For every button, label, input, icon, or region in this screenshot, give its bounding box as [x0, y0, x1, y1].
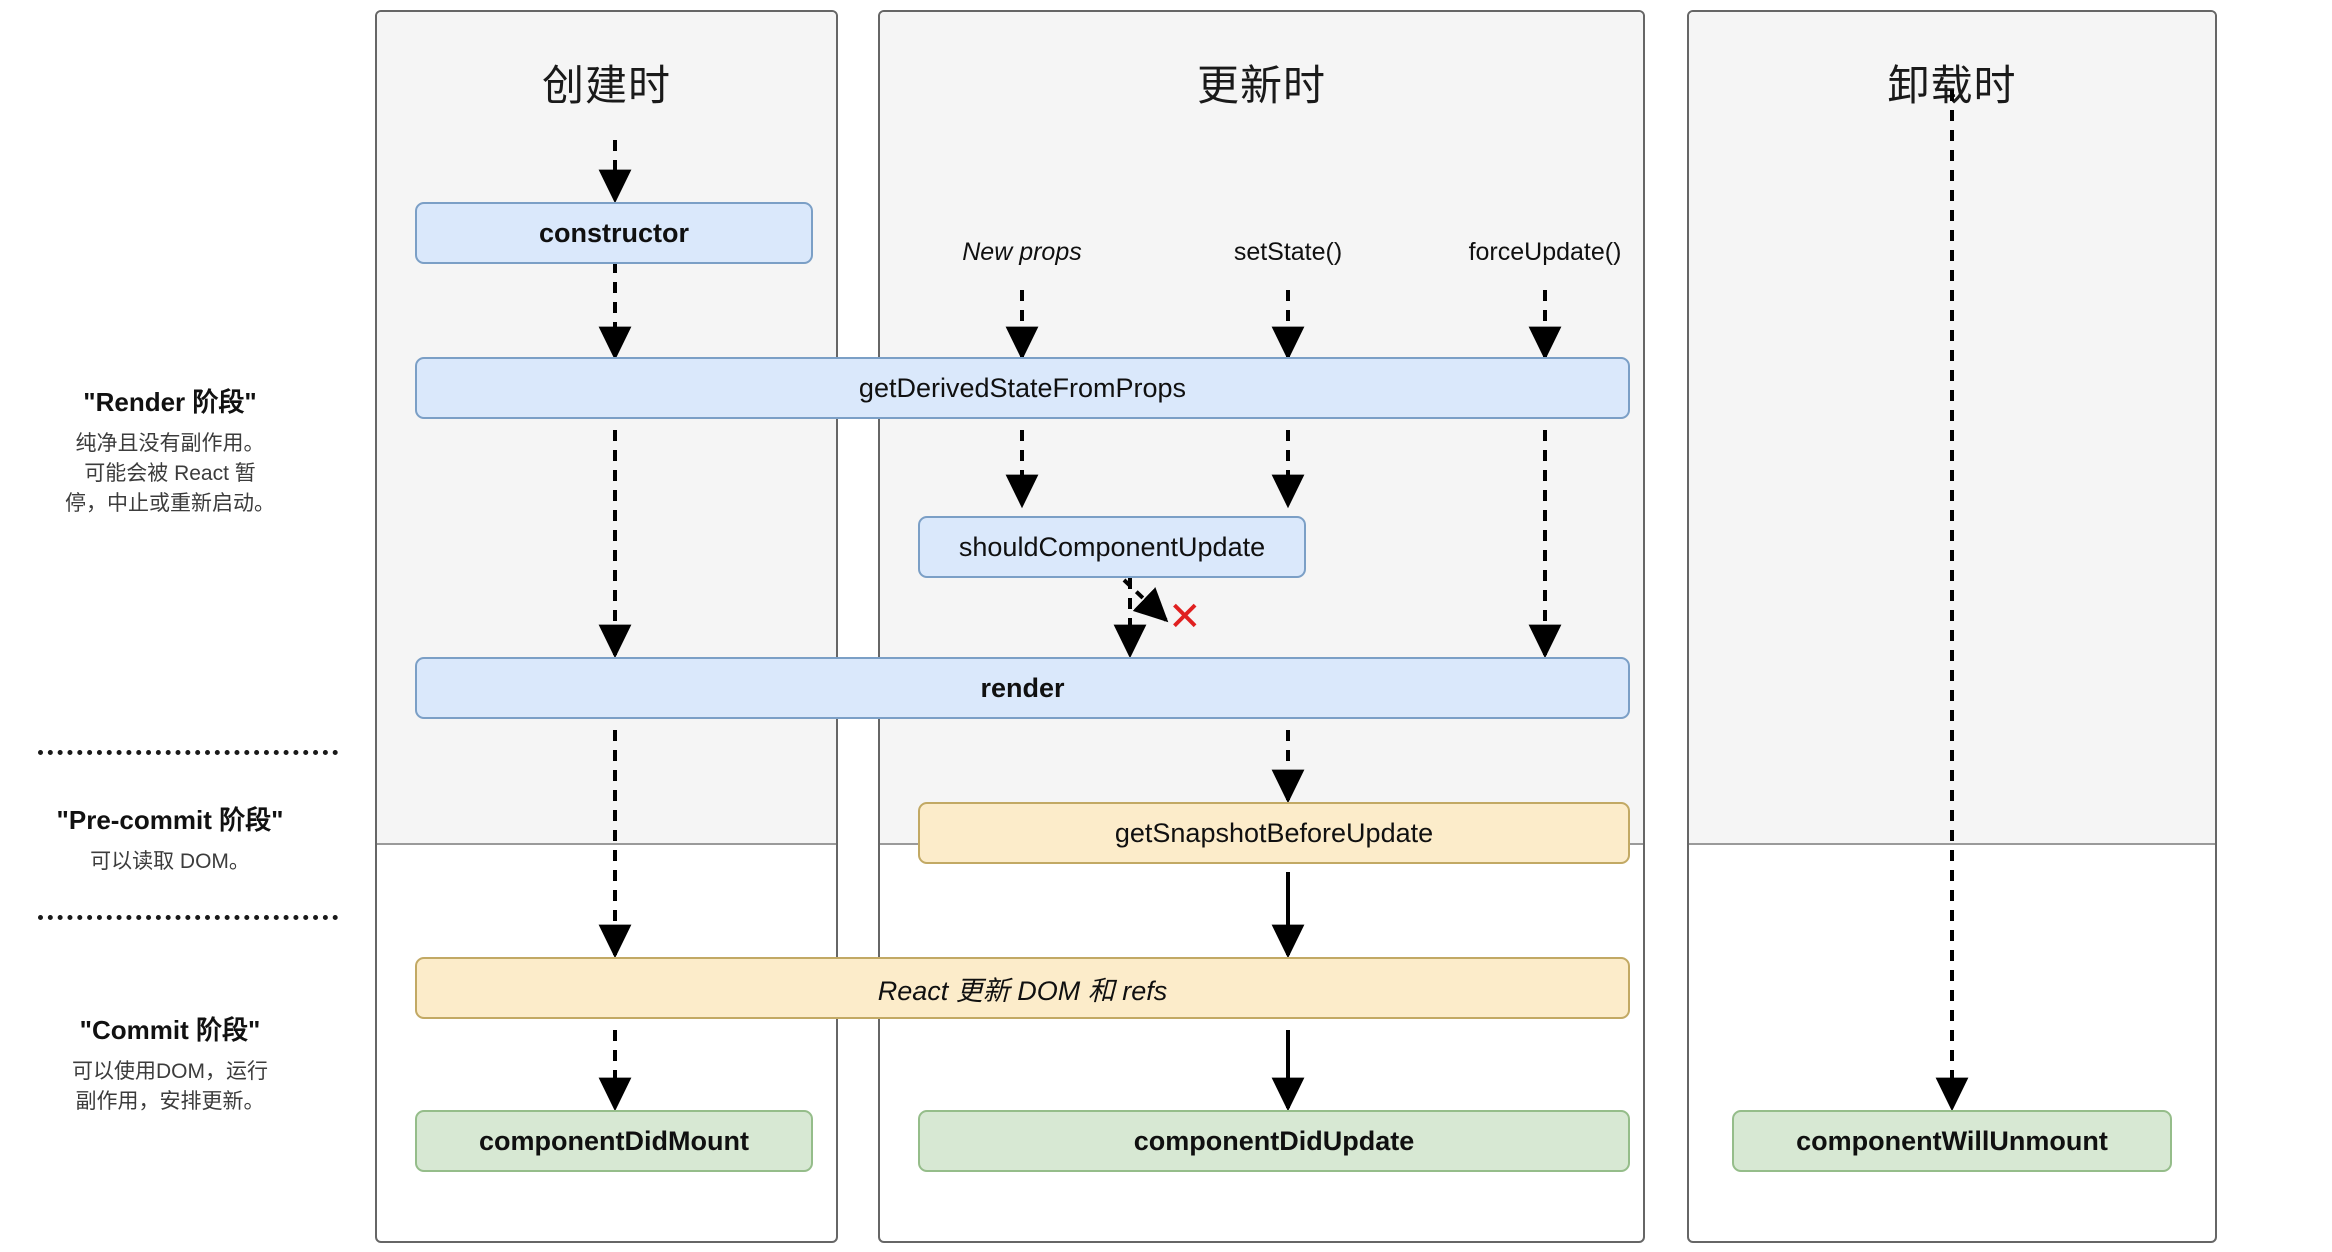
legend-precommit-phase-title: "Pre-commit 阶段" — [56, 805, 284, 835]
node-component-will-unmount[interactable]: componentWillUnmount — [1732, 1110, 2172, 1172]
node-render[interactable]: render — [415, 657, 1630, 719]
legend-precommit-phase-desc: 可以读取 DOM。 — [90, 850, 250, 873]
node-get-snapshot-before-update[interactable]: getSnapshotBeforeUpdate — [918, 802, 1630, 864]
legend-render-phase: "Render 阶段" 纯净且没有副作用。 可能会被 React 暂 停，中止或… — [0, 382, 340, 518]
node-component-did-mount[interactable]: componentDidMount — [415, 1110, 813, 1172]
column-title-mounting: 创建时 — [541, 62, 671, 109]
legend-commit-phase: "Commit 阶段" 可以使用DOM，运行 副作用，安排更新。 — [0, 1010, 340, 1117]
node-constructor[interactable]: constructor — [415, 202, 813, 264]
skip-update-x-icon: ✕ — [1168, 594, 1202, 640]
trigger-set-state: setState() — [1233, 238, 1343, 266]
legend-render-phase-title: "Render 阶段" — [83, 387, 257, 417]
legend-precommit-phase: "Pre-commit 阶段" 可以读取 DOM。 — [0, 800, 340, 877]
legend-divider-bottom — [38, 915, 338, 920]
column-panel-updating: 更新时 — [878, 10, 1645, 1243]
node-get-derived-state-from-props[interactable]: getDerivedStateFromProps — [415, 357, 1630, 419]
trigger-force-update: forceUpdate() — [1468, 238, 1622, 266]
legend-divider-top — [38, 750, 338, 755]
column-title-updating: 更新时 — [1196, 62, 1326, 109]
node-react-updates-dom-and-refs[interactable]: React 更新 DOM 和 refs — [415, 957, 1630, 1019]
legend-render-phase-desc: 纯净且没有副作用。 可能会被 React 暂 停，中止或重新启动。 — [65, 432, 275, 515]
legend-commit-phase-title: "Commit 阶段" — [79, 1015, 261, 1045]
column-title-unmounting: 卸载时 — [1887, 62, 2017, 109]
node-should-component-update[interactable]: shouldComponentUpdate — [918, 516, 1306, 578]
legend-commit-phase-desc: 可以使用DOM，运行 副作用，安排更新。 — [72, 1060, 268, 1113]
trigger-new-props: New props — [962, 238, 1082, 266]
node-component-did-update[interactable]: componentDidUpdate — [918, 1110, 1630, 1172]
